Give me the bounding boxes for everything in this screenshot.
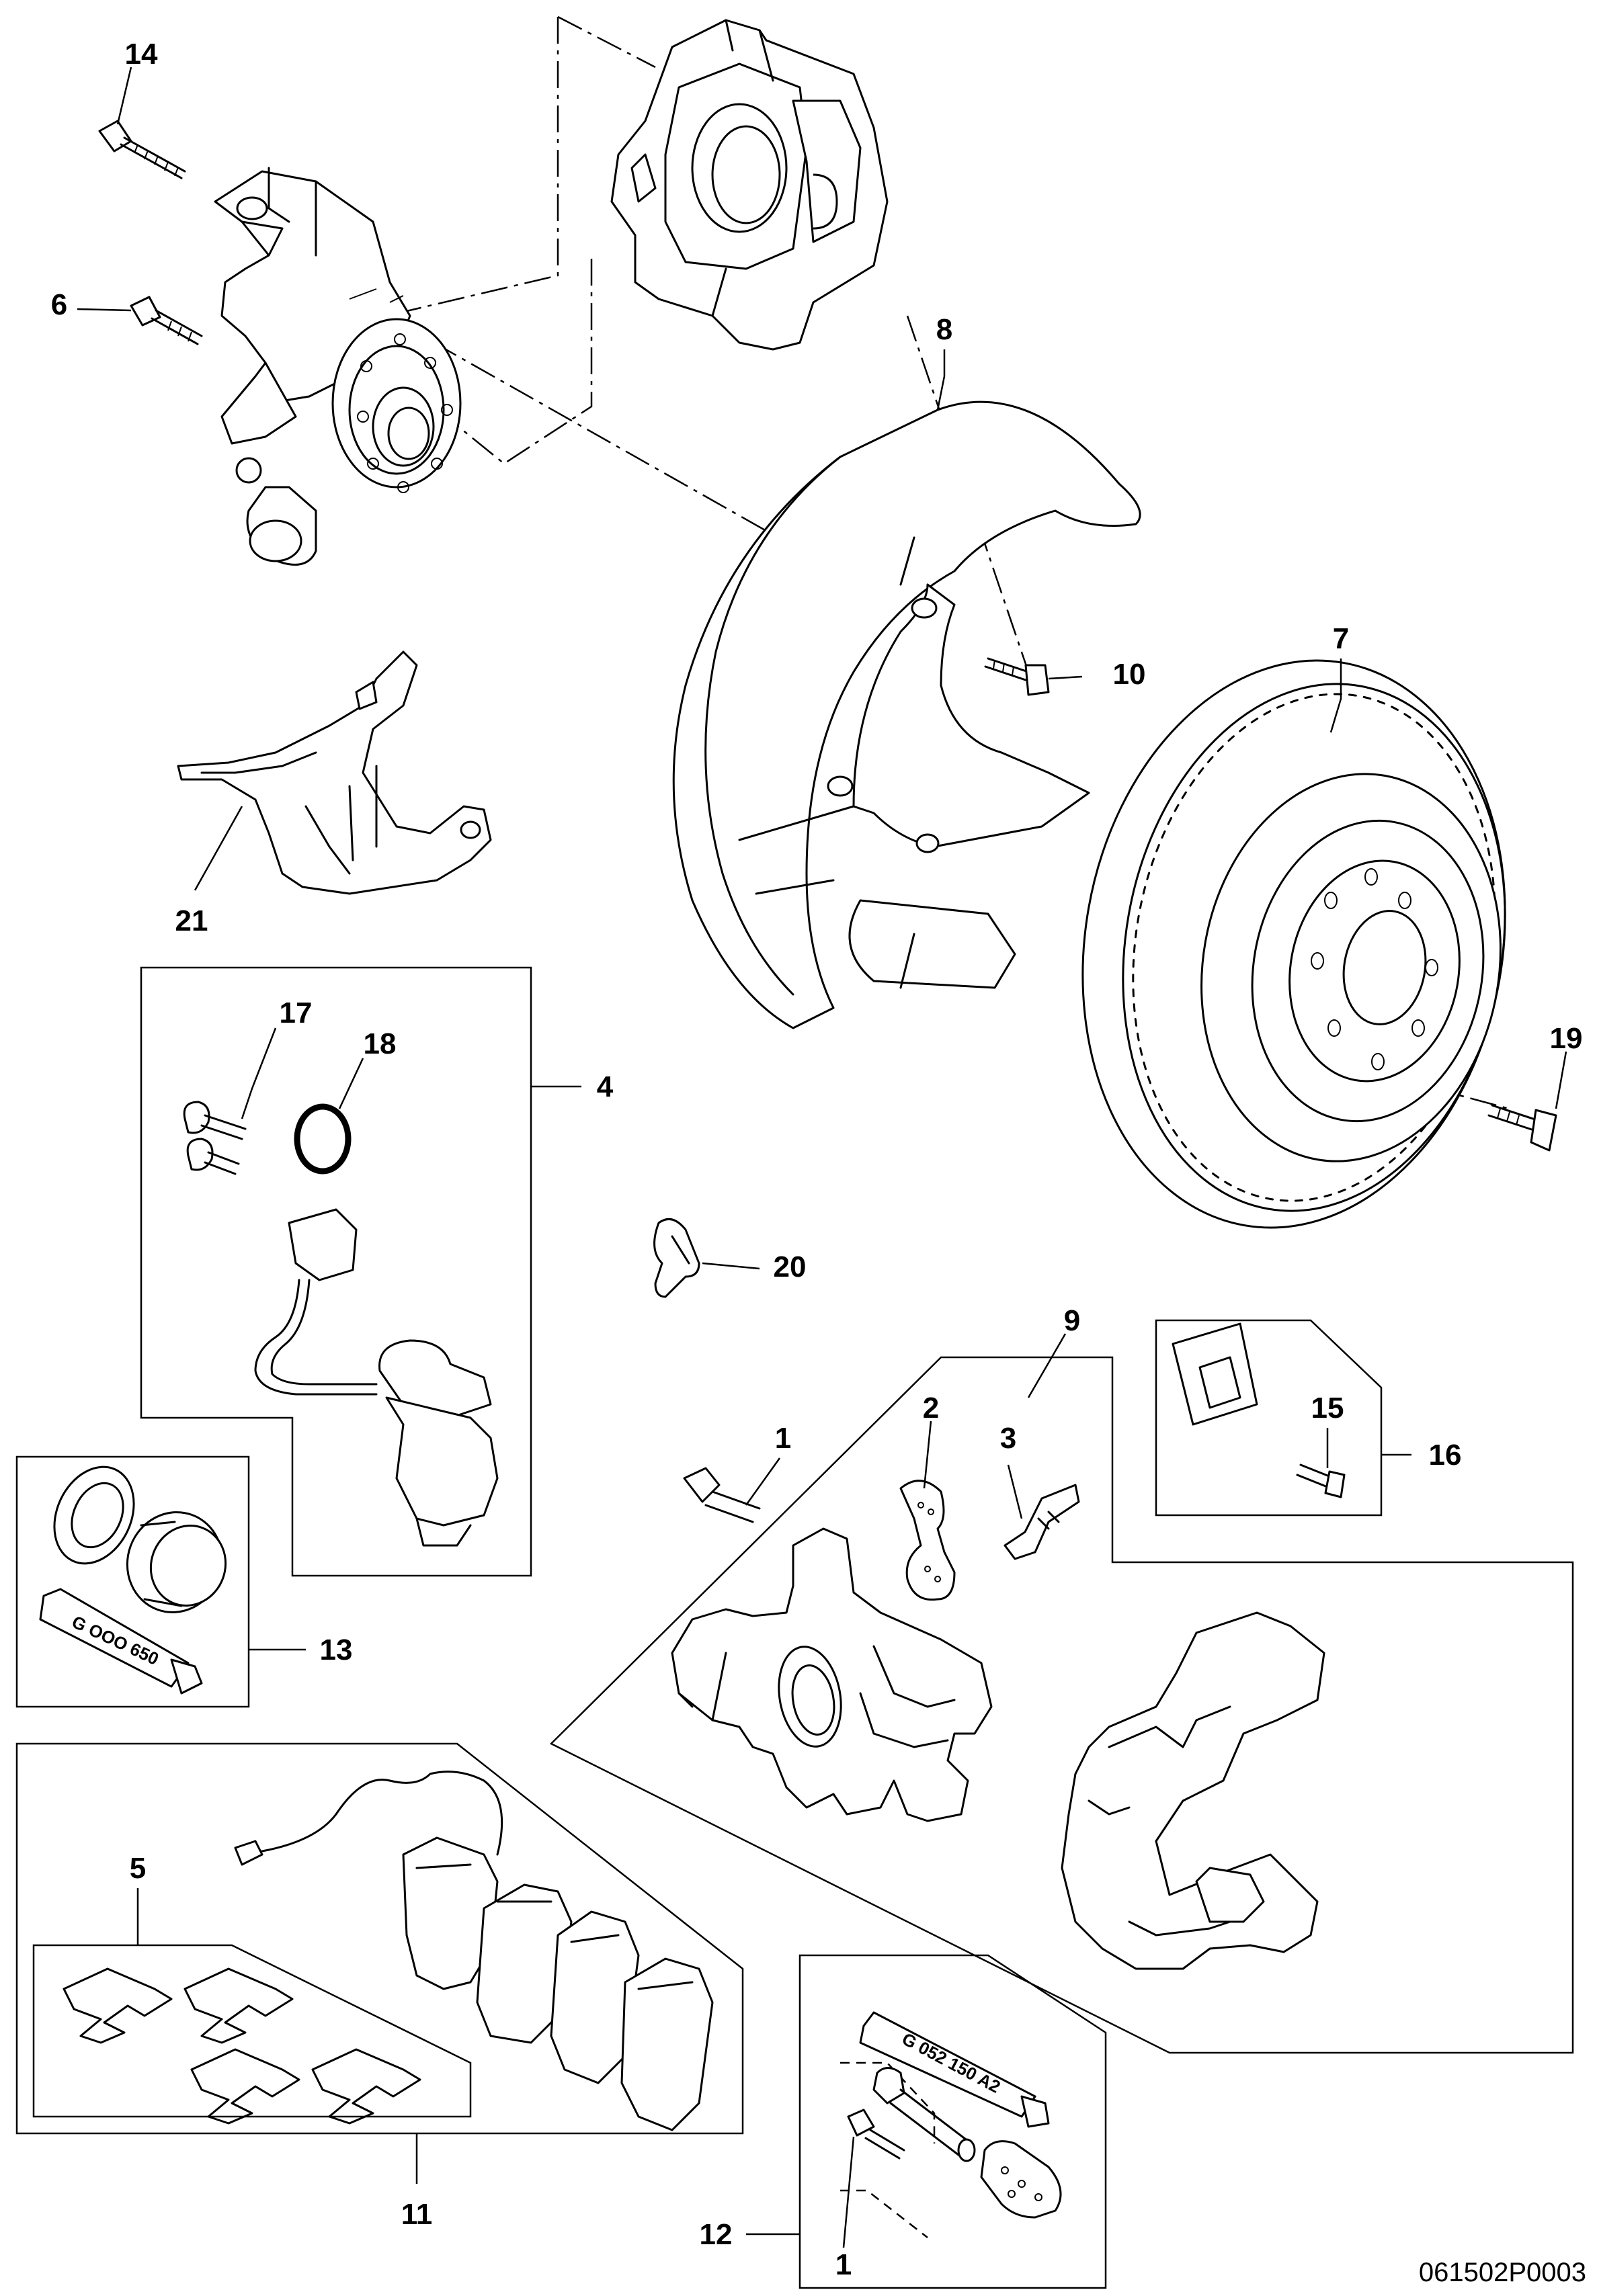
callout-3: 3 [1000, 1422, 1016, 1455]
bolt-1-top [683, 1467, 761, 1523]
callout-1-bottom: 1 [835, 2248, 852, 2281]
box-13: G OOO 650 [15, 1455, 250, 1708]
callout-12: 12 [700, 2218, 733, 2251]
disc-bolt-holes [1311, 868, 1438, 1070]
diagram-reference-code: 061502P0003 [1419, 2258, 1586, 2287]
bleeder-3 [1004, 1484, 1080, 1560]
leader-lines [77, 67, 1567, 2248]
box-11 [15, 1742, 744, 2135]
piston-boot [126, 1511, 227, 1613]
callout-5: 5 [130, 1852, 146, 1885]
bleed-cap-2 [899, 1480, 956, 1601]
brake-disc [1081, 659, 1506, 1229]
callout-14: 14 [125, 38, 158, 71]
bolt-1-bottom [847, 2109, 905, 2160]
brake-pads [402, 1836, 714, 2131]
hub-bolt-holes [357, 333, 453, 493]
bolt-19 [1487, 1104, 1557, 1152]
callout-7: 7 [1333, 622, 1349, 655]
callout-6: 6 [51, 288, 67, 321]
screw-15 [1296, 1463, 1346, 1498]
bolt-10 [984, 657, 1050, 696]
clip-20 [653, 1218, 700, 1298]
callout-15: 15 [1311, 1392, 1344, 1425]
callout-16: 16 [1429, 1439, 1462, 1472]
callout-19: 19 [1550, 1022, 1583, 1055]
bolt-14 [98, 120, 186, 179]
callout-18: 18 [364, 1027, 397, 1060]
pad-wear-lead [234, 1771, 503, 1866]
callout-11: 11 [401, 2198, 433, 2231]
box-16 [1155, 1319, 1383, 1517]
guide-pin [872, 2067, 976, 2162]
callout-9: 9 [1064, 1304, 1080, 1337]
screw-17a [183, 1101, 247, 1140]
callout-4: 4 [597, 1070, 614, 1103]
callout-labels: 14 6 8 10 7 21 17 18 4 19 20 9 2 3 1 15 … [51, 38, 1583, 2281]
o-ring-18 [294, 1103, 352, 1175]
bolt-6 [130, 296, 203, 345]
caliper-body [671, 1527, 993, 1822]
box-4 [140, 966, 532, 1577]
brake-shield [672, 400, 1141, 1029]
wear-sensor-cable [254, 1208, 499, 1547]
callout-10: 10 [1113, 658, 1146, 691]
guide-sleeve [980, 2140, 1062, 2219]
steering-knuckle-hub [214, 167, 462, 566]
caliper-carrier [1061, 1611, 1325, 1970]
callout-8: 8 [936, 313, 952, 346]
callout-17: 17 [280, 996, 313, 1029]
box-5-pad-clips [32, 1944, 472, 2125]
box-9 [549, 1356, 1574, 2054]
callout-21: 21 [175, 904, 208, 937]
callout-13: 13 [320, 1633, 353, 1666]
callout-20: 20 [774, 1250, 807, 1283]
screw-17b [186, 1138, 240, 1175]
callout-1-top: 1 [775, 1422, 791, 1455]
bracket-21 [177, 650, 492, 895]
seal-ring [53, 1465, 135, 1565]
callout-2: 2 [923, 1392, 939, 1425]
box-12: G 052 150 A2 [798, 1954, 1107, 2289]
caliper-carrier-top [610, 19, 889, 351]
